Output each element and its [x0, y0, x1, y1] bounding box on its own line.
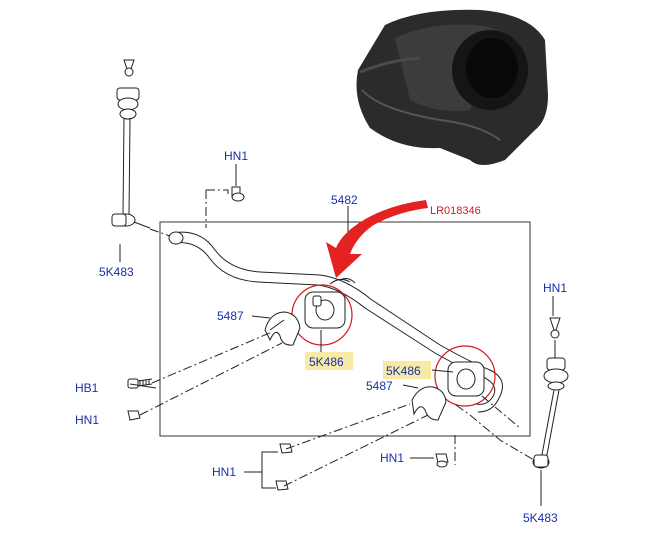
label-top-link-nut: HN1 [224, 149, 248, 163]
left-nut-drawing [127, 410, 141, 421]
right-bracket-drawing [411, 386, 447, 421]
label-bar-ref: 5482 [331, 193, 358, 207]
label-bottom-nut-left: HN1 [212, 465, 236, 479]
label-right-link: 5K483 [523, 511, 558, 525]
callout-leaders [119, 164, 554, 506]
label-bottom-nut-right: HN1 [380, 451, 404, 465]
label-left-bush: 5K486 [309, 355, 344, 369]
right-bush-label-highlight [383, 361, 431, 379]
label-right-bracket: 5487 [366, 379, 393, 393]
label-right-bush: 5K486 [386, 364, 421, 378]
label-right-link-nut: HN1 [543, 281, 567, 295]
left-bush-label-highlight [305, 352, 353, 370]
right-drop-link [532, 317, 569, 469]
label-left-bracket: 5487 [217, 309, 244, 323]
label-left-nut: HN1 [75, 413, 99, 427]
stabilizer-bar [168, 231, 503, 413]
right-bush-drawing [434, 345, 496, 407]
label-left-link: 5K483 [99, 265, 134, 279]
red-arrow-icon [326, 200, 428, 278]
assembly-box [159, 221, 531, 437]
bottom-right-nut-drawing [435, 453, 449, 468]
leader-lines [139, 189, 535, 487]
left-bush-drawing [291, 284, 353, 346]
left-drop-link [111, 59, 171, 237]
bottom-nut-2-drawing [275, 480, 289, 491]
bolt-drawing [127, 378, 153, 389]
left-bracket-drawing [264, 311, 301, 346]
label-bolt: HB1 [75, 381, 99, 395]
bush-photo [356, 9, 548, 165]
label-photo-ref: LR018346 [430, 205, 481, 217]
top-nut-drawing [231, 186, 245, 202]
right-bush-marker [434, 345, 496, 407]
